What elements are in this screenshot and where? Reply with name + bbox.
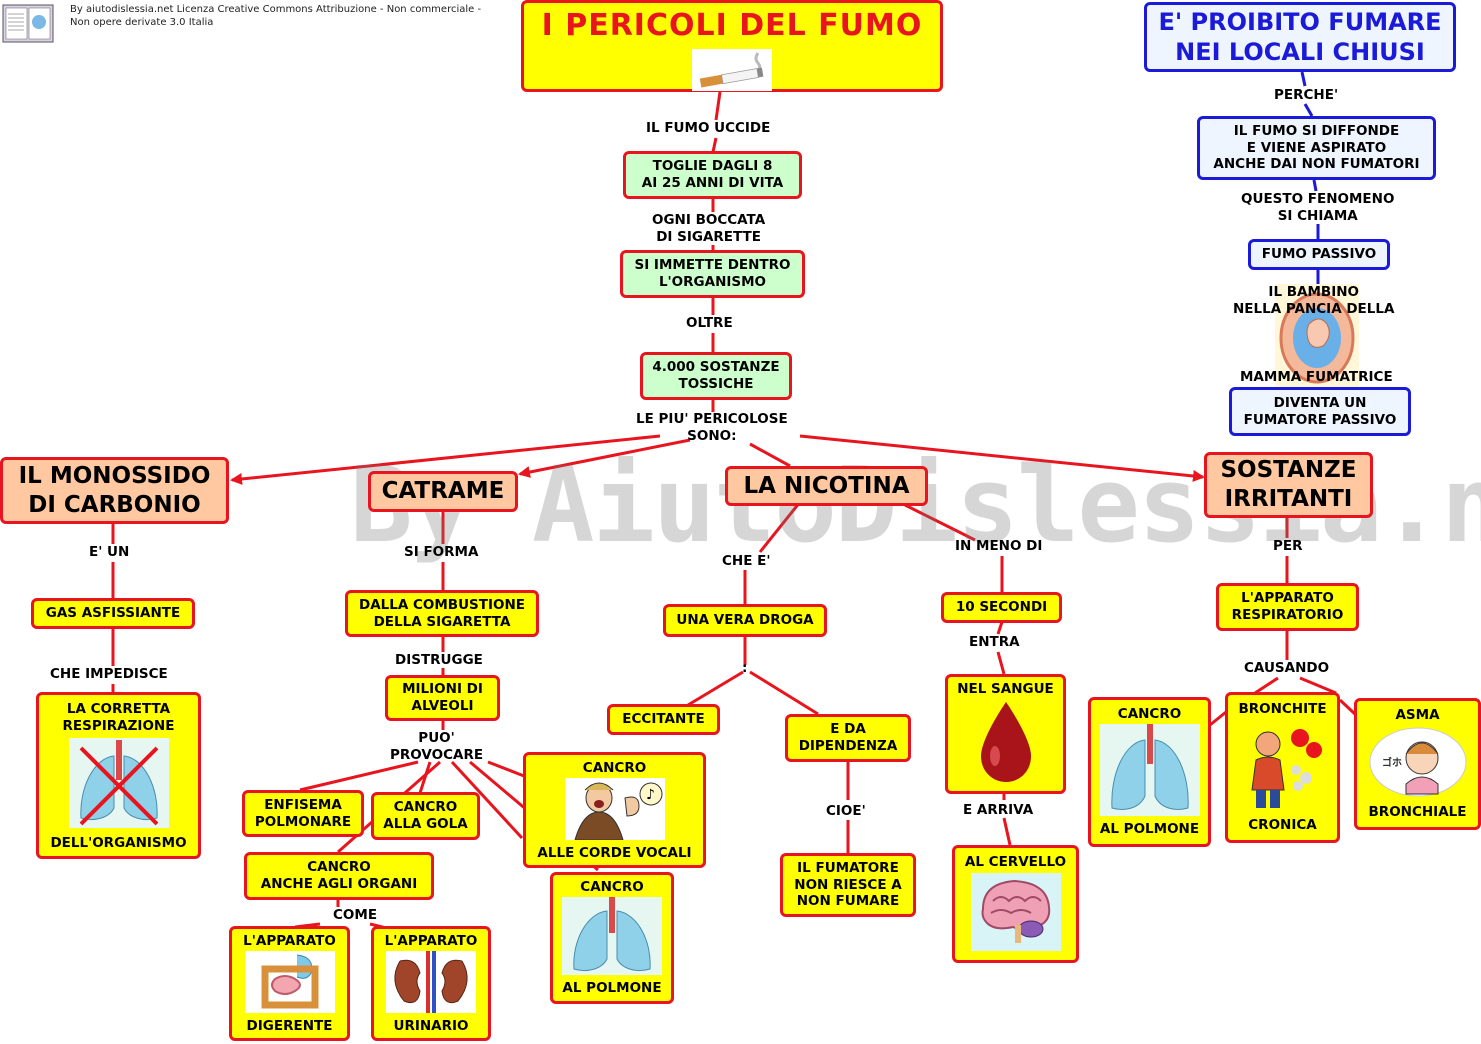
node-cancro-organi: CANCRO ANCHE AGLI ORGANI: [244, 852, 434, 900]
node-nel-sangue-label: NEL SANGUE: [957, 681, 1054, 697]
label-che-e: CHE E': [722, 553, 771, 569]
node-dipendenza: E DA DIPENDENZA: [785, 714, 911, 762]
node-monossido: IL MONOSSIDO DI CARBONIO: [0, 457, 229, 524]
label-il-bambino: IL BAMBINO NELLA PANCIA DELLA: [1233, 284, 1395, 317]
label-come: COME: [333, 907, 378, 923]
node-cancro-corde-bottom: ALLE CORDE VOCALI: [537, 845, 692, 862]
asthma-girl-icon: ゴホ: [1368, 726, 1468, 803]
lungs-icon: [1099, 723, 1200, 821]
node-immette: SI IMMETTE DENTRO L'ORGANISMO: [620, 250, 805, 298]
node-cancro-corde: CANCRO ♪ ALLE CORDE VOCALI: [523, 752, 706, 868]
node-asma-bronchiale-top: ASMA: [1395, 707, 1440, 723]
node-cancro-polmone-1: CANCRO AL POLMONE: [550, 872, 674, 1004]
node-bronchite-cronica-top: BRONCHITE: [1238, 701, 1327, 717]
node-cancro-polmone-1-top: CANCRO: [580, 879, 644, 895]
label-per: PER: [1273, 538, 1303, 554]
cigarette-icon: [692, 48, 772, 91]
node-apparato-digerente-top: L'APPARATO: [243, 933, 336, 949]
node-cancro-gola: CANCRO ALLA GOLA: [371, 792, 480, 840]
node-nel-sangue: NEL SANGUE: [945, 674, 1066, 794]
node-apparato-digerente: L'APPARATO DIGERENTE: [229, 926, 350, 1041]
node-sostanze-tossiche: 4.000 SOSTANZE TOSSICHE: [640, 352, 792, 400]
label-in-meno-di: IN MENO DI: [955, 538, 1043, 554]
page-title: I PERICOLI DEL FUMO: [541, 8, 923, 43]
label-e-arriva: E ARRIVA: [963, 802, 1034, 818]
node-asma-bronchiale: ASMA ゴホ BRONCHIALE: [1354, 698, 1481, 830]
kidneys-icon: [386, 950, 476, 1018]
node-al-cervello-label: AL CERVELLO: [964, 854, 1067, 870]
label-ogni-boccata: OGNI BOCCATA DI SIGARETTE: [652, 212, 766, 245]
node-apparato-urinario-bottom: URINARIO: [393, 1018, 469, 1035]
label-il-fumo-uccide: IL FUMO UCCIDE: [646, 120, 771, 136]
label-puo-provocare: PUO' PROVOCARE: [390, 730, 484, 763]
node-apparato-urinario-top: L'APPARATO: [384, 933, 478, 949]
node-apparato-urinario: L'APPARATO URINARIO: [371, 926, 491, 1041]
node-cancro-polmone-1-bottom: AL POLMONE: [562, 980, 662, 997]
brain-icon: [970, 872, 1061, 956]
label-questo-fenomeno: QUESTO FENOMENO SI CHIAMA: [1241, 191, 1395, 224]
label-mamma-fumatrice: MAMMA FUMATRICE: [1240, 369, 1393, 385]
node-apparato-digerente-bottom: DIGERENTE: [246, 1018, 333, 1035]
label-colon: :: [742, 660, 748, 676]
coughing-man-icon: [1238, 720, 1328, 815]
svg-text:ゴホ: ゴホ: [1382, 756, 1402, 769]
node-alveoli: MILIONI DI ALVEOLI: [385, 675, 500, 721]
node-apparato-respiratorio: L'APPARATO RESPIRATORIO: [1216, 583, 1359, 631]
node-vera-droga: UNA VERA DROGA: [663, 604, 827, 637]
node-catrame: CATRAME: [368, 471, 518, 512]
node-toglie-anni: TOGLIE DAGLI 8 AI 25 ANNI DI VITA: [623, 151, 802, 199]
node-eccitante: ECCITANTE: [607, 704, 720, 735]
node-corretta-respirazione-bottom: DELL'ORGANISMO: [50, 835, 187, 852]
label-che-impedisce: CHE IMPEDISCE: [50, 666, 168, 682]
title-box: I PERICOLI DEL FUMO: [521, 0, 943, 92]
node-diventa-fumatore-passivo: DIVENTA UN FUMATORE PASSIVO: [1229, 387, 1411, 436]
label-distrugge: DISTRUGGE: [395, 652, 483, 668]
node-al-cervello: AL CERVELLO: [952, 845, 1079, 963]
label-entra: ENTRA: [969, 634, 1020, 650]
node-asma-bronchiale-bottom: BRONCHIALE: [1368, 804, 1467, 821]
label-cioe: CIOE': [826, 803, 866, 819]
node-nicotina: LA NICOTINA: [725, 466, 928, 506]
label-perche: PERCHE': [1274, 87, 1339, 103]
node-sostanze-irritanti: SOSTANZE IRRITANTI: [1204, 452, 1373, 518]
singer-icon: ♪: [564, 777, 665, 845]
label-piu-pericolose: LE PIU' PERICOLOSE SONO:: [636, 411, 788, 444]
license-text: By aiutodislessia.net Licenza Creative C…: [70, 4, 482, 28]
svg-text:♪: ♪: [646, 787, 655, 803]
node-bronchite-cronica: BRONCHITE CRONICA: [1225, 692, 1340, 843]
node-corretta-respirazione-top: LA CORRETTA RESPIRAZIONE: [62, 701, 175, 734]
pregnant-belly-icon: [1275, 284, 1359, 388]
book-logo-icon: [2, 2, 54, 44]
label-e-un: E' UN: [89, 544, 130, 560]
label-si-forma: SI FORMA: [404, 544, 479, 560]
node-enfisema: ENFISEMA POLMONARE: [242, 790, 364, 837]
node-dieci-secondi: 10 SECONDI: [941, 592, 1062, 623]
node-cancro-polmone-2-top: CANCRO: [1117, 706, 1182, 722]
node-combustione: DALLA COMBUSTIONE DELLA SIGARETTA: [345, 590, 539, 637]
node-cancro-corde-top: CANCRO: [582, 760, 647, 776]
blood-drop-icon: [971, 698, 1041, 791]
node-fumo-passivo: FUMO PASSIVO: [1248, 239, 1390, 270]
node-cancro-polmone-2-bottom: AL POLMONE: [1099, 821, 1200, 838]
node-proibito-fumare: E' PROIBITO FUMARE NEI LOCALI CHIUSI: [1144, 2, 1456, 72]
node-corretta-respirazione: LA CORRETTA RESPIRAZIONE DELL'ORGANISMO: [36, 692, 201, 859]
node-fumatore-non-riesce: IL FUMATORE NON RIESCE A NON FUMARE: [780, 853, 916, 917]
node-bronchite-cronica-bottom: CRONICA: [1248, 817, 1317, 834]
node-fumo-si-diffonde: IL FUMO SI DIFFONDE E VIENE ASPIRATO ANC…: [1197, 116, 1436, 180]
intestine-icon: [244, 950, 335, 1018]
lungs-crossed-icon: [68, 737, 169, 833]
node-gas-asfissiante: GAS ASFISSIANTE: [31, 598, 195, 629]
node-cancro-polmone-2: CANCRO AL POLMONE: [1088, 697, 1211, 847]
label-causando: CAUSANDO: [1244, 660, 1330, 676]
label-oltre: OLTRE: [686, 315, 733, 331]
lungs-icon: [562, 896, 662, 980]
